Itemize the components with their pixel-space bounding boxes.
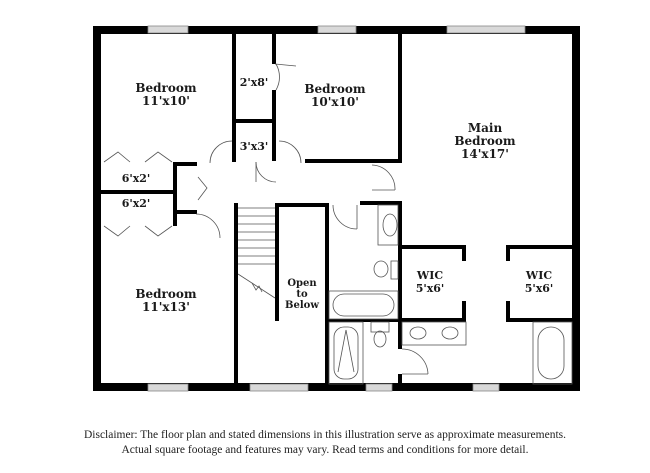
wic-1-dims: 5'x6' xyxy=(416,282,445,295)
bedroom-1-dims: 11'x10' xyxy=(142,94,190,108)
wic-1-name: WIC xyxy=(416,269,443,282)
bedroom-3-name: Bedroom xyxy=(135,287,196,301)
open-to-below-3: Below xyxy=(285,300,319,311)
closet-3x3-dims: 3'x3' xyxy=(240,140,269,153)
stairs xyxy=(237,207,276,299)
open-to-below-2: to xyxy=(296,289,308,300)
bedroom-1-name: Bedroom xyxy=(135,81,196,95)
door-swings xyxy=(103,63,429,375)
open-to-below-1: Open xyxy=(287,278,317,289)
interior-walls xyxy=(101,34,572,384)
bathroom-fixtures xyxy=(328,204,573,385)
main-bedroom-dims: 14'x17' xyxy=(461,147,509,161)
closet-6x2-lower-dims: 6'x2' xyxy=(122,197,151,210)
main-bedroom-name-2: Bedroom xyxy=(454,134,515,148)
main-bedroom-name-1: Main xyxy=(468,121,503,135)
closet-2x8-dims: 2'x8' xyxy=(240,76,269,89)
wic-2-name: WIC xyxy=(525,269,552,282)
disclaimer: Disclaimer: The floor plan and stated di… xyxy=(0,428,650,458)
bedroom-2-name: Bedroom xyxy=(304,82,365,96)
bedroom-2-dims: 10'x10' xyxy=(311,95,359,109)
bedroom-3-dims: 11'x13' xyxy=(142,300,190,314)
disclaimer-line-2: Actual square footage and features may v… xyxy=(121,444,529,456)
windows xyxy=(147,25,526,392)
disclaimer-line-1: Disclaimer: The floor plan and stated di… xyxy=(83,429,567,441)
room-labels: Bedroom 11'x10' 2'x8' Bedroom 10'x10' Ma… xyxy=(122,76,554,314)
closet-6x2-upper-dims: 6'x2' xyxy=(122,172,151,185)
wic-2-dims: 5'x6' xyxy=(525,282,554,295)
